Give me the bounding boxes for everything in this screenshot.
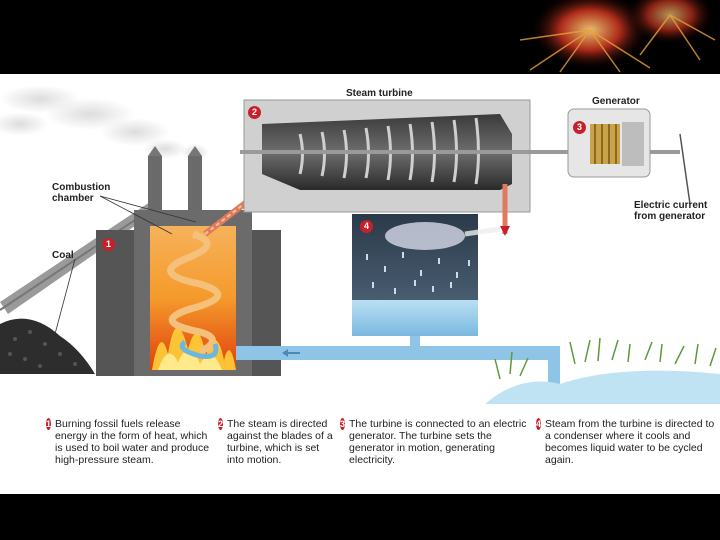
- caption-2-number: 2: [218, 418, 224, 430]
- caption-4-text: Steam from the turbine is directed to a …: [545, 418, 715, 466]
- generator-label: Generator: [592, 96, 640, 107]
- caption-2: 2 The steam is directed against the blad…: [218, 418, 336, 466]
- caption-3-text: The turbine is connected to an electric …: [349, 418, 527, 466]
- steam-turbine-label: Steam turbine: [346, 88, 413, 99]
- caption-3-number: 3: [340, 418, 346, 430]
- power-plant-figure: Steam turbine Generator Combustion chamb…: [0, 74, 720, 494]
- combustion-chamber-label: Combustion chamber: [52, 182, 111, 204]
- coal-label: Coal: [52, 250, 74, 261]
- caption-1: 1 Burning fossil fuels release energy in…: [46, 418, 210, 466]
- caption-1-number: 1: [46, 418, 52, 430]
- electric-current-label: Electric current from generator: [634, 200, 708, 222]
- step-badge-1: 1: [102, 238, 115, 251]
- power-plant-illustration: [0, 85, 720, 404]
- caption-3: 3 The turbine is connected to an electri…: [340, 418, 528, 466]
- step-badge-2: 2: [248, 106, 261, 119]
- step-badge-3: 3: [573, 121, 586, 134]
- firework-decoration: [519, 0, 716, 73]
- step-badge-4: 4: [360, 220, 373, 233]
- caption-2-text: The steam is directed against the blades…: [227, 418, 333, 466]
- caption-4-number: 4: [536, 418, 542, 430]
- caption-1-text: Burning fossil fuels release energy in t…: [55, 418, 210, 466]
- caption-4: 4 Steam from the turbine is directed to …: [536, 418, 716, 466]
- smoke: [0, 85, 209, 160]
